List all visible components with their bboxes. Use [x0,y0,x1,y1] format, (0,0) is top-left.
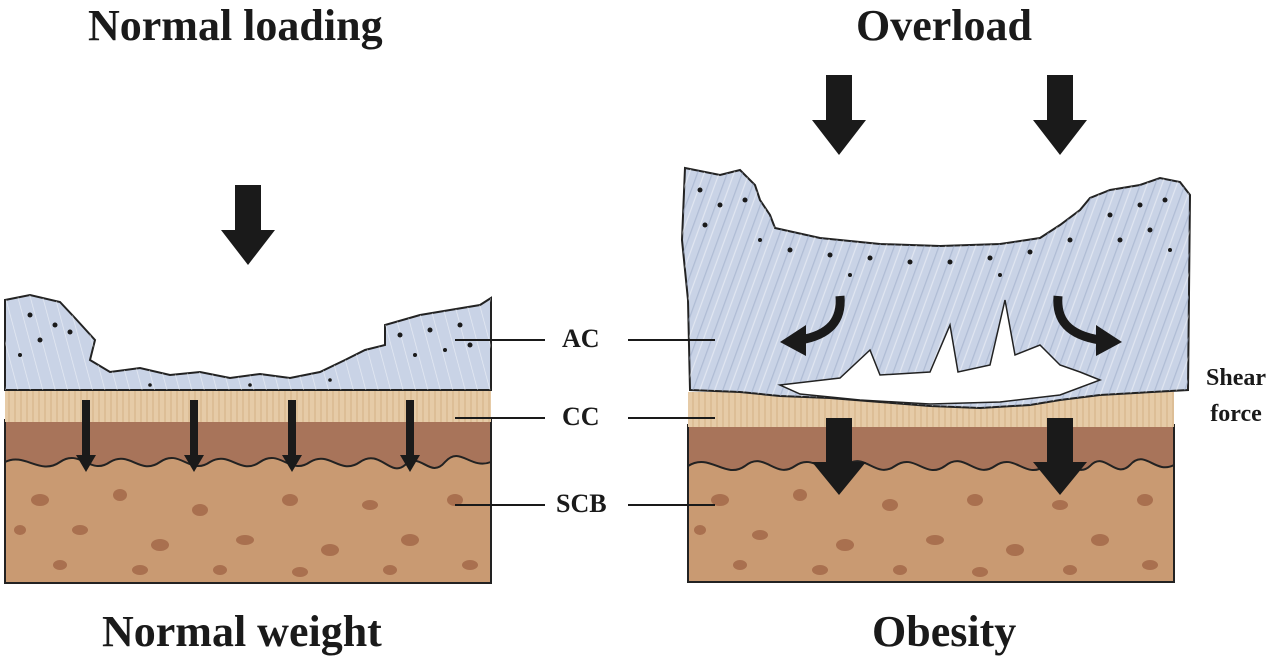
right-cartilage-fissure [777,299,1103,405]
right-shear-arrows [780,295,1122,356]
right-top-title: Overload [856,1,1032,50]
leader-lines [455,339,715,506]
left-top-title: Normal loading [88,1,383,50]
left-bottom-title: Normal weight [102,607,382,656]
right-bottom-title: Obesity [872,607,1017,656]
right-bone-pores [694,489,1158,577]
label-scb: SCB [556,489,607,518]
left-chondrocytes [18,312,473,387]
left-load-arrow [221,185,275,265]
right-panel [680,75,1192,583]
label-cc: CC [562,402,600,431]
right-load-arrows [812,75,1087,155]
shear-force-line2: force [1210,401,1262,427]
left-bone-pores [14,489,478,577]
left-panel [4,185,492,584]
right-bone-arrows [812,418,1087,495]
shear-force-line1: Shear [1206,365,1266,391]
shear-force-label: Shear force [1194,360,1278,432]
left-transmission-arrows [76,400,420,472]
left-tidemark-band [4,419,492,470]
label-ac: AC [562,324,600,353]
right-chondrocytes [697,187,1172,277]
